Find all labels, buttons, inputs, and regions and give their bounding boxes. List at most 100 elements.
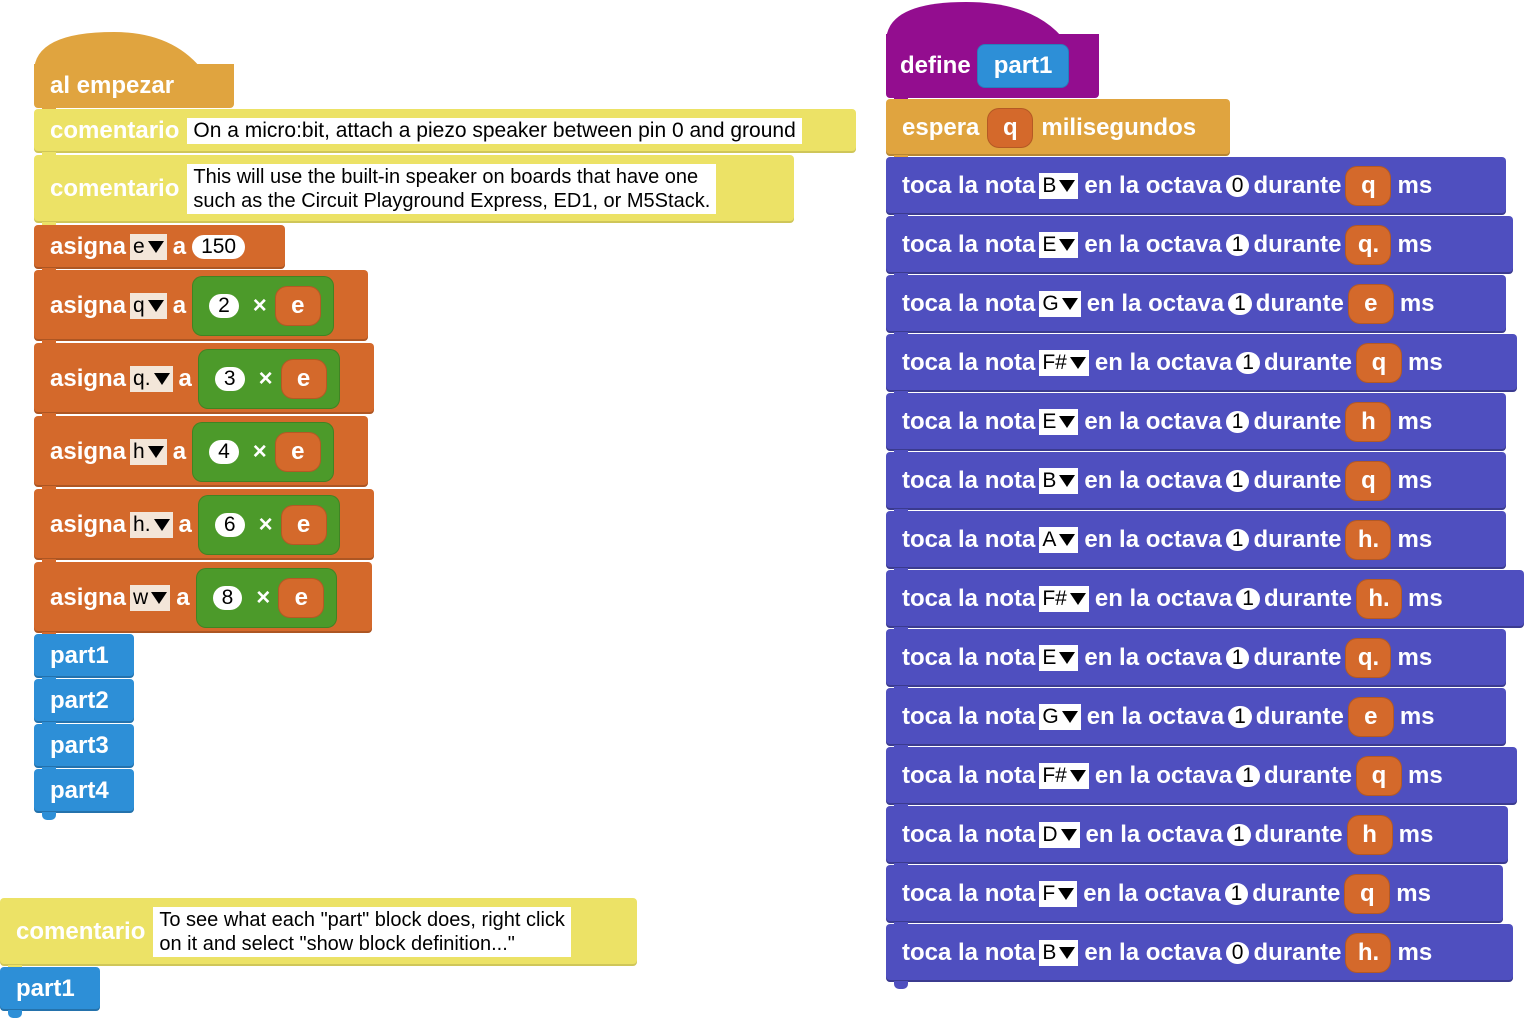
variable-reporter[interactable]: e — [280, 504, 327, 545]
note-dropdown[interactable]: B — [1039, 173, 1079, 199]
variable-dropdown[interactable]: q. — [130, 365, 173, 392]
octave-input[interactable]: 0 — [1225, 941, 1250, 964]
duration-variable-reporter[interactable]: q — [1344, 874, 1391, 914]
variable-dropdown[interactable]: e — [130, 234, 167, 260]
custom-block-part1-bottom[interactable]: part1 — [0, 967, 100, 1018]
factor-input[interactable]: 2 — [209, 293, 239, 318]
multiply-block[interactable]: 6 × e — [197, 494, 340, 555]
custom-block-part1[interactable]: part1 — [34, 634, 134, 685]
multiply-block[interactable]: 8 × e — [195, 567, 338, 628]
duration-variable-reporter[interactable]: e — [1347, 284, 1394, 324]
variable-dropdown[interactable]: h — [130, 438, 167, 465]
set-variable-block-w[interactable]: asigna w a 8 × e — [34, 562, 372, 640]
octave-input[interactable]: 1 — [1225, 410, 1250, 433]
octave-input[interactable]: 1 — [1225, 646, 1250, 669]
octave-input[interactable]: 1 — [1236, 764, 1260, 787]
note-dropdown[interactable]: E — [1039, 232, 1079, 258]
duration-variable-reporter[interactable]: q — [1355, 756, 1402, 796]
comment-text[interactable]: To see what each "part" block does, righ… — [153, 907, 571, 957]
octave-input[interactable]: 1 — [1225, 469, 1250, 492]
comment-text[interactable]: On a micro:bit, attach a piezo speaker b… — [187, 118, 802, 144]
factor-input[interactable]: 6 — [214, 512, 245, 537]
set-variable-block-e[interactable]: asigna e a 150 — [34, 225, 285, 276]
when-started-hat-block[interactable]: al empezar — [34, 64, 234, 115]
duration-variable-reporter[interactable]: h — [1346, 815, 1393, 855]
define-block-name[interactable]: part1 — [976, 44, 1070, 88]
set-variable-block-q[interactable]: asigna q a 2 × e — [34, 270, 368, 348]
duration-variable-reporter[interactable]: h — [1345, 402, 1392, 442]
custom-block-part4[interactable]: part4 — [34, 769, 134, 820]
note-dropdown[interactable]: B — [1039, 468, 1079, 494]
comment-text[interactable]: This will use the built-in speaker on bo… — [187, 164, 717, 214]
duration-variable-reporter[interactable]: h. — [1355, 579, 1402, 619]
variable-dropdown[interactable]: q — [130, 292, 167, 319]
note-dropdown[interactable]: D — [1039, 822, 1080, 848]
set-variable-block-h[interactable]: asigna h a 4 × e — [34, 416, 368, 494]
duration-variable-reporter[interactable]: h. — [1345, 520, 1392, 560]
duration-variable-reporter[interactable]: q — [1355, 343, 1402, 383]
comment-block-3[interactable]: comentario To see what each "part" block… — [0, 898, 637, 973]
duration-variable-reporter[interactable]: h. — [1345, 933, 1392, 973]
note-dropdown[interactable]: F# — [1039, 763, 1089, 789]
factor-input[interactable]: 8 — [212, 585, 243, 610]
note-dropdown[interactable]: A — [1039, 527, 1079, 553]
octave-input[interactable]: 1 — [1224, 882, 1249, 905]
variable-reporter[interactable]: e — [278, 577, 325, 618]
octave-input[interactable]: 1 — [1225, 233, 1250, 256]
set-variable-block-q-dot[interactable]: asigna q. a 3 × e — [34, 343, 374, 421]
note-dropdown[interactable]: F — [1039, 881, 1078, 907]
wait-block[interactable]: espera q milisegundos — [886, 99, 1230, 163]
note-dropdown[interactable]: E — [1039, 409, 1079, 435]
variable-reporter[interactable]: e — [280, 358, 327, 399]
duration-variable-reporter[interactable]: e — [1347, 697, 1394, 737]
factor-input[interactable]: 3 — [214, 366, 245, 391]
octave-input[interactable]: 1 — [1228, 705, 1252, 728]
note-dropdown[interactable]: B — [1039, 940, 1079, 966]
duration-variable-reporter[interactable]: q. — [1345, 225, 1392, 265]
variable-dropdown[interactable]: h. — [130, 511, 173, 538]
variable-reporter[interactable]: e — [274, 431, 321, 472]
duration-variable-reporter[interactable]: q — [1345, 461, 1392, 501]
comment-block-1[interactable]: comentario On a micro:bit, attach a piez… — [34, 109, 856, 160]
octave-input[interactable]: 1 — [1225, 528, 1250, 551]
note-dropdown[interactable]: F# — [1039, 586, 1089, 612]
variable-dropdown[interactable]: w — [130, 584, 171, 611]
note-dropdown[interactable]: F# — [1039, 350, 1089, 376]
define-hat-block[interactable]: define part1 — [886, 34, 1099, 105]
factor-input[interactable]: 4 — [209, 439, 239, 464]
duration-variable-reporter[interactable]: q — [1345, 166, 1392, 206]
octave-input[interactable]: 0 — [1225, 174, 1250, 197]
comment-block-2[interactable]: comentario This will use the built-in sp… — [34, 155, 794, 230]
custom-block-part2[interactable]: part2 — [34, 679, 134, 730]
value-input[interactable]: 150 — [192, 235, 246, 259]
custom-block-part3[interactable]: part3 — [34, 724, 134, 775]
duration-variable-reporter[interactable]: q. — [1345, 638, 1392, 678]
note-dropdown[interactable]: G — [1039, 704, 1081, 730]
variable-reporter[interactable]: e — [274, 285, 321, 326]
octave-input[interactable]: 1 — [1236, 351, 1260, 374]
multiply-block[interactable]: 4 × e — [192, 421, 334, 482]
octave-input[interactable]: 1 — [1236, 587, 1260, 610]
wait-variable-reporter[interactable]: q — [987, 107, 1034, 148]
octave-input[interactable]: 1 — [1226, 823, 1251, 846]
multiply-block[interactable]: 2 × e — [192, 275, 334, 336]
note-dropdown[interactable]: E — [1039, 645, 1079, 671]
multiply-block[interactable]: 3 × e — [197, 348, 340, 409]
set-variable-block-h-dot[interactable]: asigna h. a 6 × e — [34, 489, 374, 567]
note-dropdown[interactable]: G — [1039, 291, 1081, 317]
octave-input[interactable]: 1 — [1228, 292, 1252, 315]
